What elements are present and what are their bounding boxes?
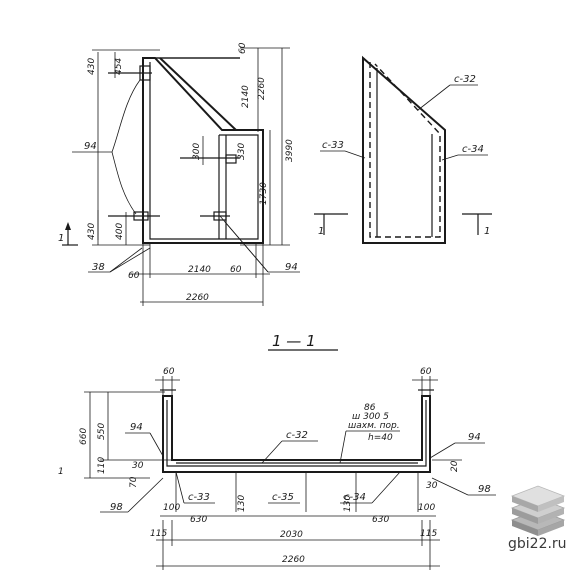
dim-86: 86	[364, 403, 376, 413]
label-c33-side: с-33	[322, 140, 344, 151]
dim-2030: 2030	[280, 530, 303, 540]
note-rod: шахм. пор.	[348, 421, 400, 431]
leader-94-curve-up	[111, 79, 141, 153]
dim-1730: 1730	[259, 182, 269, 205]
dim-60-a: 60	[128, 271, 140, 281]
front-view: 430 454 60 2140 2260 3990 1730 300 330 4…	[58, 42, 300, 306]
label-c34-side: с-34	[462, 144, 484, 155]
site-watermark: gbi22.ru	[508, 536, 567, 552]
section-arrow-mid-label: 1	[318, 226, 324, 237]
label-94-bottom: 94	[285, 262, 298, 273]
leader-note-diag	[339, 430, 347, 464]
section-arrow-right-label: 1	[484, 226, 490, 237]
dim-94-right: 94	[468, 432, 481, 443]
dim-630-left: 630	[190, 515, 207, 525]
side-view-rebar-32	[369, 62, 441, 238]
leader-38-a	[109, 247, 143, 273]
dim-130-left: 130	[237, 495, 247, 512]
leader-38-b	[109, 247, 151, 273]
leader-c34-side-diag	[441, 154, 459, 161]
label-c32-side: с-32	[454, 74, 476, 85]
leader-c32-side-diag	[417, 84, 451, 111]
leader-94-bottom-b	[219, 215, 269, 273]
dim-60-right: 60	[420, 367, 432, 377]
label-94-left: 94	[84, 141, 97, 152]
lifting-loop-top-right	[225, 154, 237, 164]
label-c35: с-35	[272, 492, 294, 503]
dim-430-top: 430	[87, 58, 97, 75]
label-38: 38	[92, 262, 105, 273]
section-title-text: 1 — 1	[272, 332, 316, 350]
dim-100-left: 100	[163, 503, 180, 513]
dim-60-b: 60	[230, 265, 242, 275]
dim-60-left: 60	[163, 367, 175, 377]
dim-60-top: 60	[238, 42, 248, 54]
dim-2260-section: 2260	[282, 555, 305, 565]
leader-94-curve-down	[111, 151, 137, 215]
leader-94-section-right-diag	[429, 442, 456, 459]
section-title: 1 — 1	[268, 332, 338, 351]
dim-2260-h: 2260	[186, 293, 209, 303]
leader-98-right-diag	[431, 477, 469, 496]
dim-70: 70	[129, 476, 139, 488]
dim-2260-v: 2260	[257, 77, 267, 100]
leader-94-section-left-diag	[149, 432, 164, 457]
dim-100-right: 100	[418, 503, 435, 513]
dim-1-far-left: 1	[58, 467, 64, 477]
dim-110: 110	[97, 457, 107, 474]
dim-660: 660	[79, 428, 89, 445]
dim-98-left: 98	[110, 502, 123, 513]
dim-2140-h: 2140	[188, 265, 211, 275]
label-c34: с-34	[344, 492, 366, 503]
dim-20: 20	[450, 460, 460, 472]
dim-98-right: 98	[478, 484, 491, 495]
side-view: с-32 с-33 с-34 1 1	[314, 55, 492, 244]
leader-c33-side-diag	[344, 150, 366, 159]
dim-115-right: 115	[420, 529, 437, 539]
note-h: h=40	[368, 433, 393, 443]
dim-94-left: 94	[130, 422, 143, 433]
section-rebar	[166, 400, 427, 467]
dim-130-right: 130	[343, 495, 353, 512]
leader-98-left-diag	[127, 477, 164, 513]
dim-400: 400	[115, 223, 125, 240]
label-c32: с-32	[286, 430, 308, 441]
dim-30-right: 30	[426, 481, 438, 491]
front-view-slope	[159, 57, 237, 131]
dim-630-right: 630	[372, 515, 389, 525]
front-view-inner-line	[149, 62, 259, 240]
dim-550: 550	[97, 423, 107, 440]
side-view-outline	[362, 55, 446, 244]
dim-2140-v: 2140	[241, 85, 251, 108]
label-c33: с-33	[188, 492, 210, 503]
section-arrow-left-label: 1	[58, 233, 64, 244]
note-pitch: ш 300 5	[352, 412, 389, 422]
dim-30-left: 30	[132, 461, 144, 471]
stacked-slabs-icon	[510, 485, 566, 536]
section-arrow-left-head	[65, 222, 71, 230]
leader-c33-diag	[175, 471, 185, 504]
leader-c32-diag	[261, 440, 283, 464]
dim-454: 454	[114, 58, 124, 75]
dim-430-bot: 430	[87, 223, 97, 240]
section-view: 60 60 660 550 110 70 1 94 30 98 94	[58, 367, 496, 570]
dim-330: 330	[237, 143, 247, 160]
dim-300: 300	[192, 143, 202, 160]
dim-3990: 3990	[285, 139, 295, 162]
leader-c34-diag	[371, 471, 401, 504]
dim-115-left: 115	[150, 529, 167, 539]
